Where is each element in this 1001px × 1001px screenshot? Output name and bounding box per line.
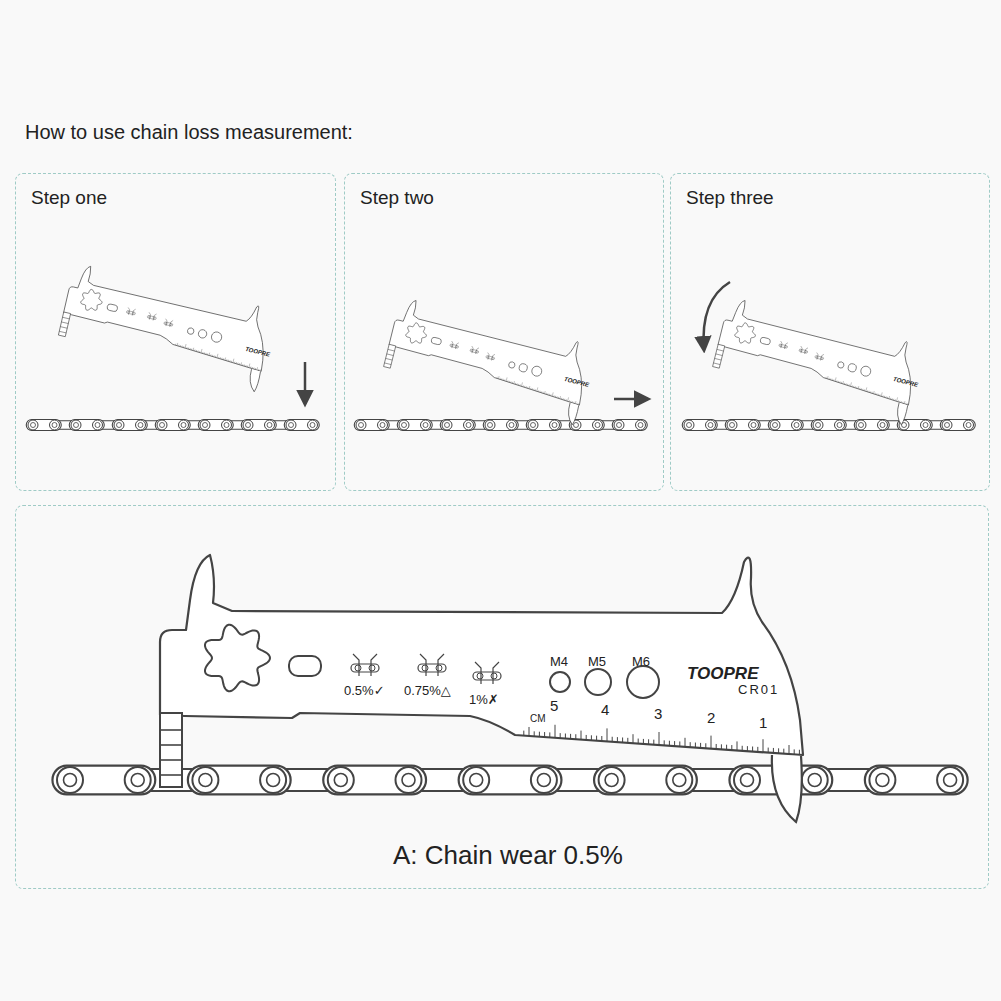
ruler-unit: CM [530,714,546,724]
step-panel: Step three [670,173,990,491]
gauge-tool-small [56,263,276,393]
step-label: Step two [360,187,434,209]
rotate-arrow [704,282,730,350]
wear-mark: 0.75%△ [404,684,451,697]
gauge-tool-small [710,297,923,426]
step-label: Step one [31,187,107,209]
ruler-number: 5 [550,698,558,713]
bicycle-chain [26,420,319,431]
model-number: CR01 [738,683,779,696]
result-panel: A: Chain wear 0.5% [15,505,989,889]
ruler-number: 3 [654,706,662,721]
step-panel: Step one [15,173,336,491]
hole-size: M4 [550,655,568,668]
ruler-number: 1 [759,715,767,730]
slide-arrow [614,398,648,401]
bicycle-chain [52,766,967,795]
hole-size: M5 [588,655,606,668]
gauge-tool-large [160,555,803,822]
title: How to use chain loss measurement: [25,121,353,144]
ruler-number: 2 [707,710,715,725]
bicycle-chain [682,420,975,431]
wear-mark: 1%✗ [469,693,499,706]
wear-mark: 0.5%✓ [344,684,385,697]
result-caption: A: Chain wear 0.5% [393,840,623,871]
step-panel: Step two [344,173,664,491]
step-label: Step three [686,187,774,209]
push-arrow [304,362,307,404]
bicycle-chain [354,420,647,431]
gauge-tool-small [381,297,594,426]
brand-name: TOOPRE [687,665,758,682]
hole-size: M6 [632,655,650,668]
ruler-number: 4 [601,702,609,717]
